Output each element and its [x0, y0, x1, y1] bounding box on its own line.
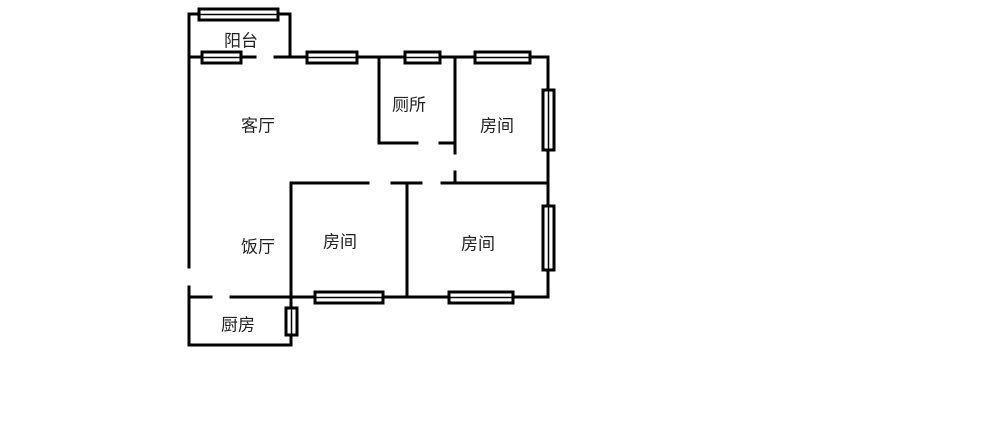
window [541, 88, 556, 152]
window [197, 7, 280, 22]
window [447, 290, 515, 305]
room-label-bedroom-2: 房间 [323, 232, 357, 253]
room-label-toilet: 厕所 [392, 95, 426, 116]
room-label-bedroom-3: 房间 [461, 234, 495, 255]
window [284, 306, 299, 337]
room-label-dining-room: 饭厅 [241, 237, 275, 258]
window [403, 50, 442, 65]
window [305, 50, 359, 65]
room-label-living-room: 客厅 [241, 116, 275, 137]
window [313, 290, 385, 305]
room-label-balcony: 阳台 [224, 31, 258, 52]
window [200, 50, 243, 65]
room-label-kitchen: 厨房 [221, 315, 255, 336]
window [541, 204, 556, 272]
window [473, 50, 532, 65]
room-label-bedroom-1: 房间 [480, 116, 514, 137]
